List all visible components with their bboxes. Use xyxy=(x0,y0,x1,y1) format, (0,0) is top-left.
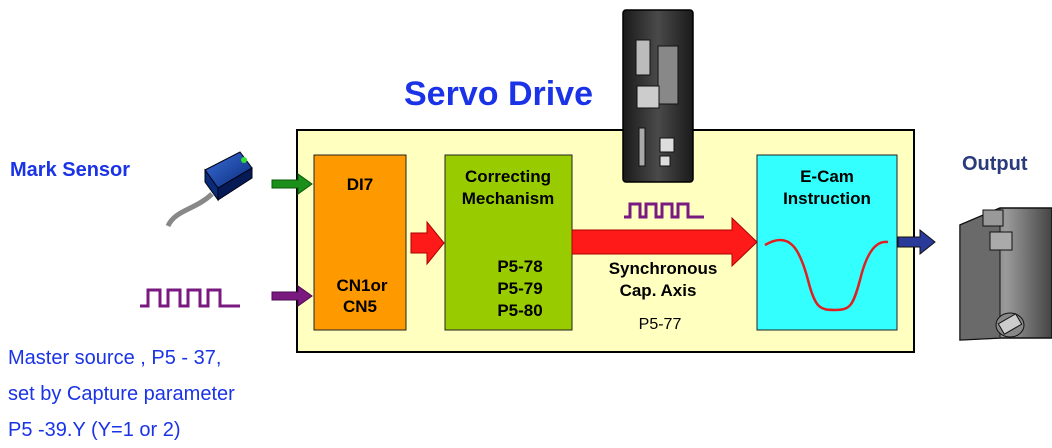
param-p5-80: P5-80 xyxy=(497,301,542,320)
param-p5-78: P5-78 xyxy=(497,257,542,276)
param-p5-79: P5-79 xyxy=(497,279,542,298)
master-note-line1: Master source , P5 - 37, xyxy=(8,347,221,369)
master-note-line2: set by Capture parameter xyxy=(8,383,235,405)
synchronous-label: Synchronous xyxy=(609,259,718,278)
mark-sensor-icon xyxy=(165,151,253,228)
output-label: Output xyxy=(962,153,1028,175)
correcting-mechanism-block xyxy=(444,154,573,331)
mark-sensor-label: Mark Sensor xyxy=(10,159,130,181)
cap-axis-label: Cap. Axis xyxy=(620,281,697,300)
green-arrow-sensor-input xyxy=(271,173,313,195)
output-arrow xyxy=(897,228,936,256)
master-pulse-icon xyxy=(140,288,240,308)
cn1or-label: CN1or xyxy=(336,276,387,295)
servo-drive-title: Servo Drive xyxy=(404,75,593,113)
correcting-label: Correcting xyxy=(465,167,551,186)
red-arrow-di-to-correcting xyxy=(410,220,445,266)
mechanism-label: Mechanism xyxy=(462,189,555,208)
cn5-label: CN5 xyxy=(343,297,377,316)
instruction-label: Instruction xyxy=(783,189,871,208)
master-note-line3: P5 -39.Y (Y=1 or 2) xyxy=(8,419,181,441)
di-block xyxy=(313,154,407,331)
purple-arrow-master-input xyxy=(271,285,313,307)
param-p5-77: P5-77 xyxy=(639,316,682,333)
pulse-train-icon xyxy=(624,202,704,219)
red-arrow-sync-axis xyxy=(571,216,758,268)
ecam-curve xyxy=(764,238,889,312)
ecam-block xyxy=(756,154,898,331)
servo-drive-icon xyxy=(622,9,694,183)
servo-motor-icon xyxy=(959,207,1052,341)
ecam-label: E-Cam xyxy=(800,167,854,186)
di7-label: DI7 xyxy=(347,175,373,194)
